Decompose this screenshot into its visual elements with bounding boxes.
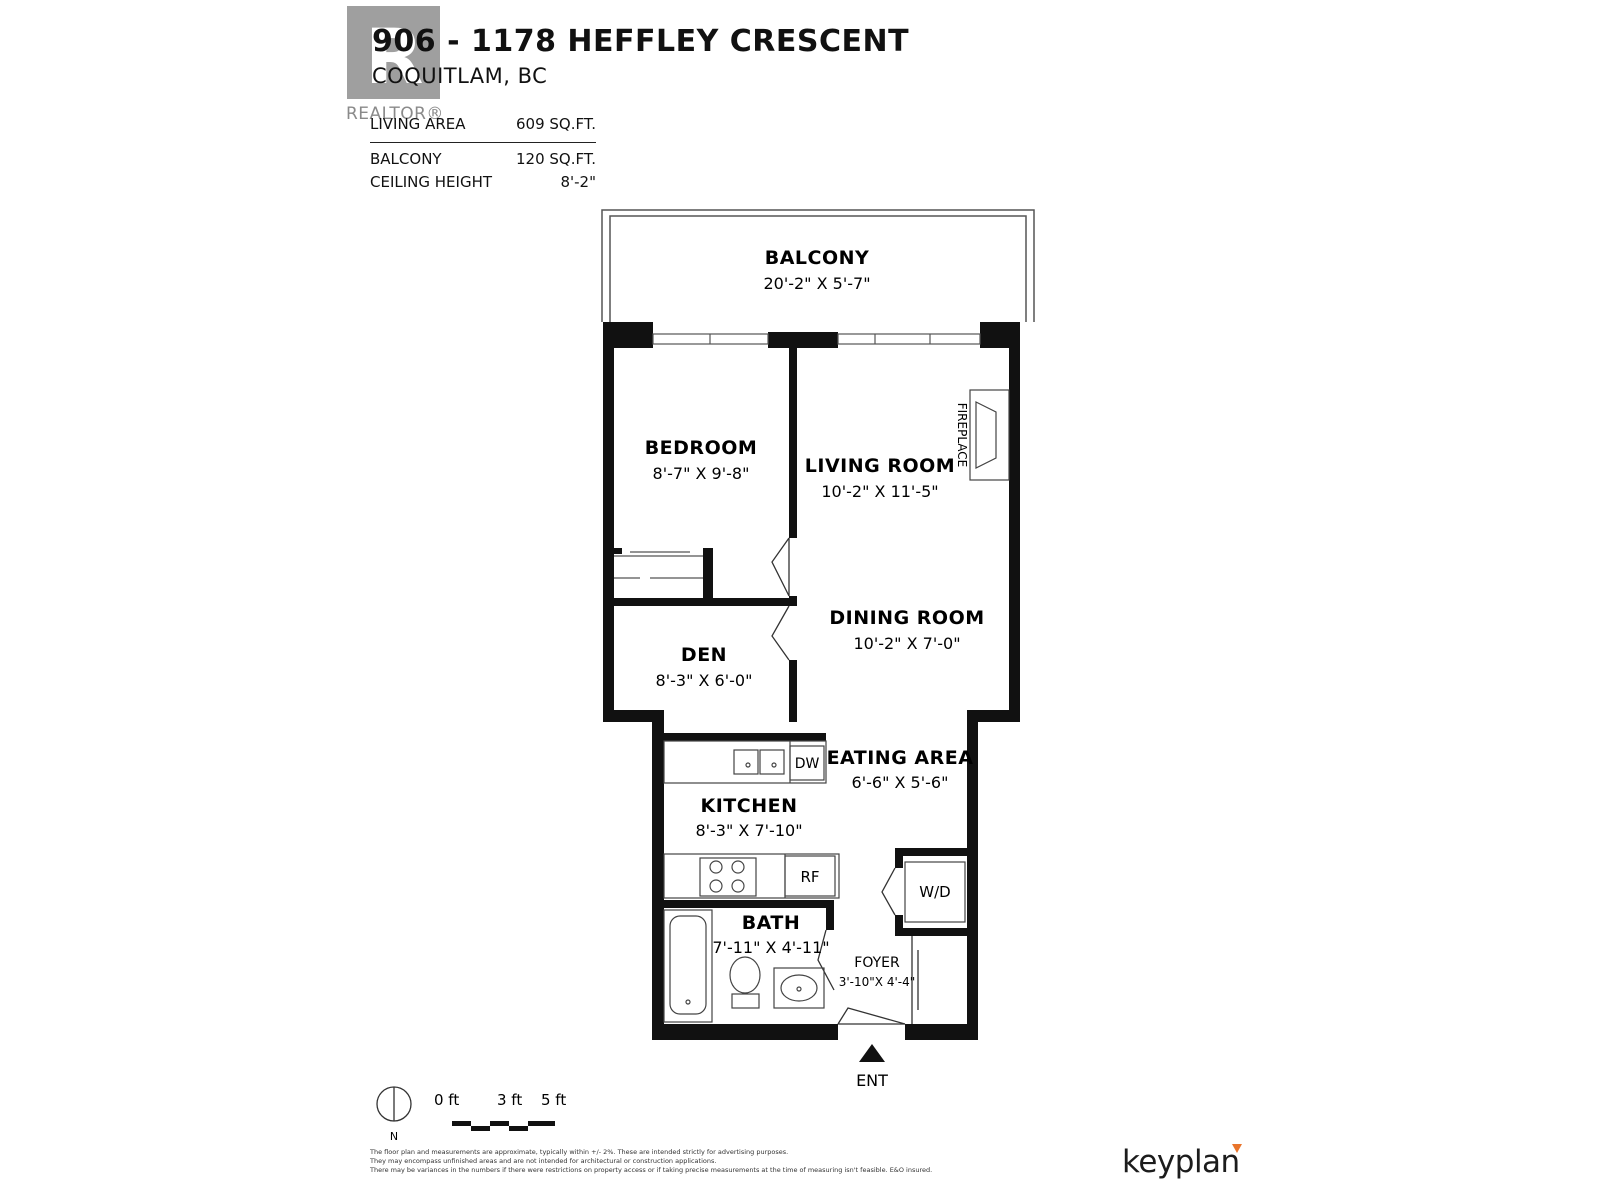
scale-bar: [452, 1121, 555, 1131]
keyplan-logo: keyplan: [1122, 1144, 1240, 1180]
room-dims-dining: 10'-2" X 7'-0": [853, 634, 960, 653]
stat-ceiling-height: CEILING HEIGHT 8'-2": [370, 173, 596, 191]
washer-dryer-label: W/D: [919, 883, 950, 901]
room-name-bath: BATH: [742, 912, 801, 934]
fireplace-label: FIREPLACE: [955, 403, 969, 468]
interior-walls: [603, 348, 978, 936]
toilet-icon: [729, 956, 761, 1009]
scale-label-5: 5 ft: [541, 1091, 566, 1109]
keyplan-logo-mark-icon: [1232, 1144, 1242, 1153]
stat-label: LIVING AREA: [370, 115, 466, 133]
doors: [771, 537, 919, 1025]
scale-label-3: 3 ft: [497, 1091, 522, 1109]
address-city: COQUITLAM, BC: [372, 64, 548, 88]
disclaimer-line: There may be variances in the numbers if…: [370, 1166, 933, 1174]
bedroom-closet-doors: [614, 551, 703, 579]
address-title: 906 - 1178 HEFFLEY CRESCENT: [372, 24, 910, 59]
stat-living-area: LIVING AREA 609 SQ.FT.: [370, 115, 596, 133]
scale-label-0: 0 ft: [434, 1091, 459, 1109]
balcony-outline: [601, 209, 1035, 322]
north-arrow-icon: [376, 1086, 412, 1122]
stats-divider: [370, 142, 596, 143]
room-dims-living: 10'-2" X 11'-5": [821, 482, 938, 501]
north-label: N: [390, 1130, 398, 1143]
room-dims-kitchen: 8'-3" X 7'-10": [695, 821, 802, 840]
dishwasher-label: DW: [795, 756, 820, 772]
stat-balcony: BALCONY 120 SQ.FT.: [370, 150, 596, 168]
disclaimer-line: They may encompass unfinished areas and …: [370, 1157, 717, 1165]
room-dims-balcony: 20'-2" X 5'-7": [763, 274, 870, 293]
disclaimer-line: The floor plan and measurements are appr…: [370, 1148, 789, 1156]
windows: [652, 333, 981, 345]
realtor-logo: R: [347, 6, 440, 101]
stat-value: 609 SQ.FT.: [515, 115, 596, 133]
disclaimer: The floor plan and measurements are appr…: [370, 1148, 1010, 1175]
stat-value: 8'-2": [560, 173, 596, 191]
room-name-foyer: FOYER: [854, 955, 900, 971]
room-name-kitchen: KITCHEN: [701, 795, 798, 817]
stat-label: BALCONY: [370, 150, 442, 168]
room-name-balcony: BALCONY: [765, 247, 870, 269]
room-dims-bedroom: 8'-7" X 9'-8": [653, 464, 750, 483]
fridge-label: RF: [800, 868, 819, 886]
entry-arrow-icon: [859, 1044, 885, 1062]
fireplace-icon: [969, 389, 1010, 481]
realtor-logo-text: REALTOR®: [346, 104, 444, 124]
stove-burners-icon: [709, 860, 745, 893]
room-name-dining: DINING ROOM: [829, 607, 984, 629]
room-dims-foyer: 3'-10"X 4'-4": [839, 975, 916, 989]
room-dims-eating: 6'-6" X 5'-6": [852, 773, 949, 792]
bathtub-icon: [663, 909, 713, 1023]
room-name-bedroom: BEDROOM: [645, 437, 758, 459]
room-dims-bath: 7'-11" X 4'-11": [712, 938, 829, 957]
appliances: [784, 745, 966, 923]
room-name-den: DEN: [681, 644, 727, 666]
stat-label: CEILING HEIGHT: [370, 173, 493, 191]
entry-label: ENT: [856, 1071, 888, 1090]
room-name-eating: EATING AREA: [827, 747, 974, 769]
room-name-living: LIVING ROOM: [805, 455, 955, 477]
exterior-walls: [603, 322, 1020, 1040]
stat-value: 120 SQ.FT.: [515, 150, 596, 168]
sink-icon: [773, 967, 825, 1009]
realtor-logo-letter: R: [365, 12, 424, 101]
room-dims-den: 8'-3" X 6'-0": [656, 671, 753, 690]
